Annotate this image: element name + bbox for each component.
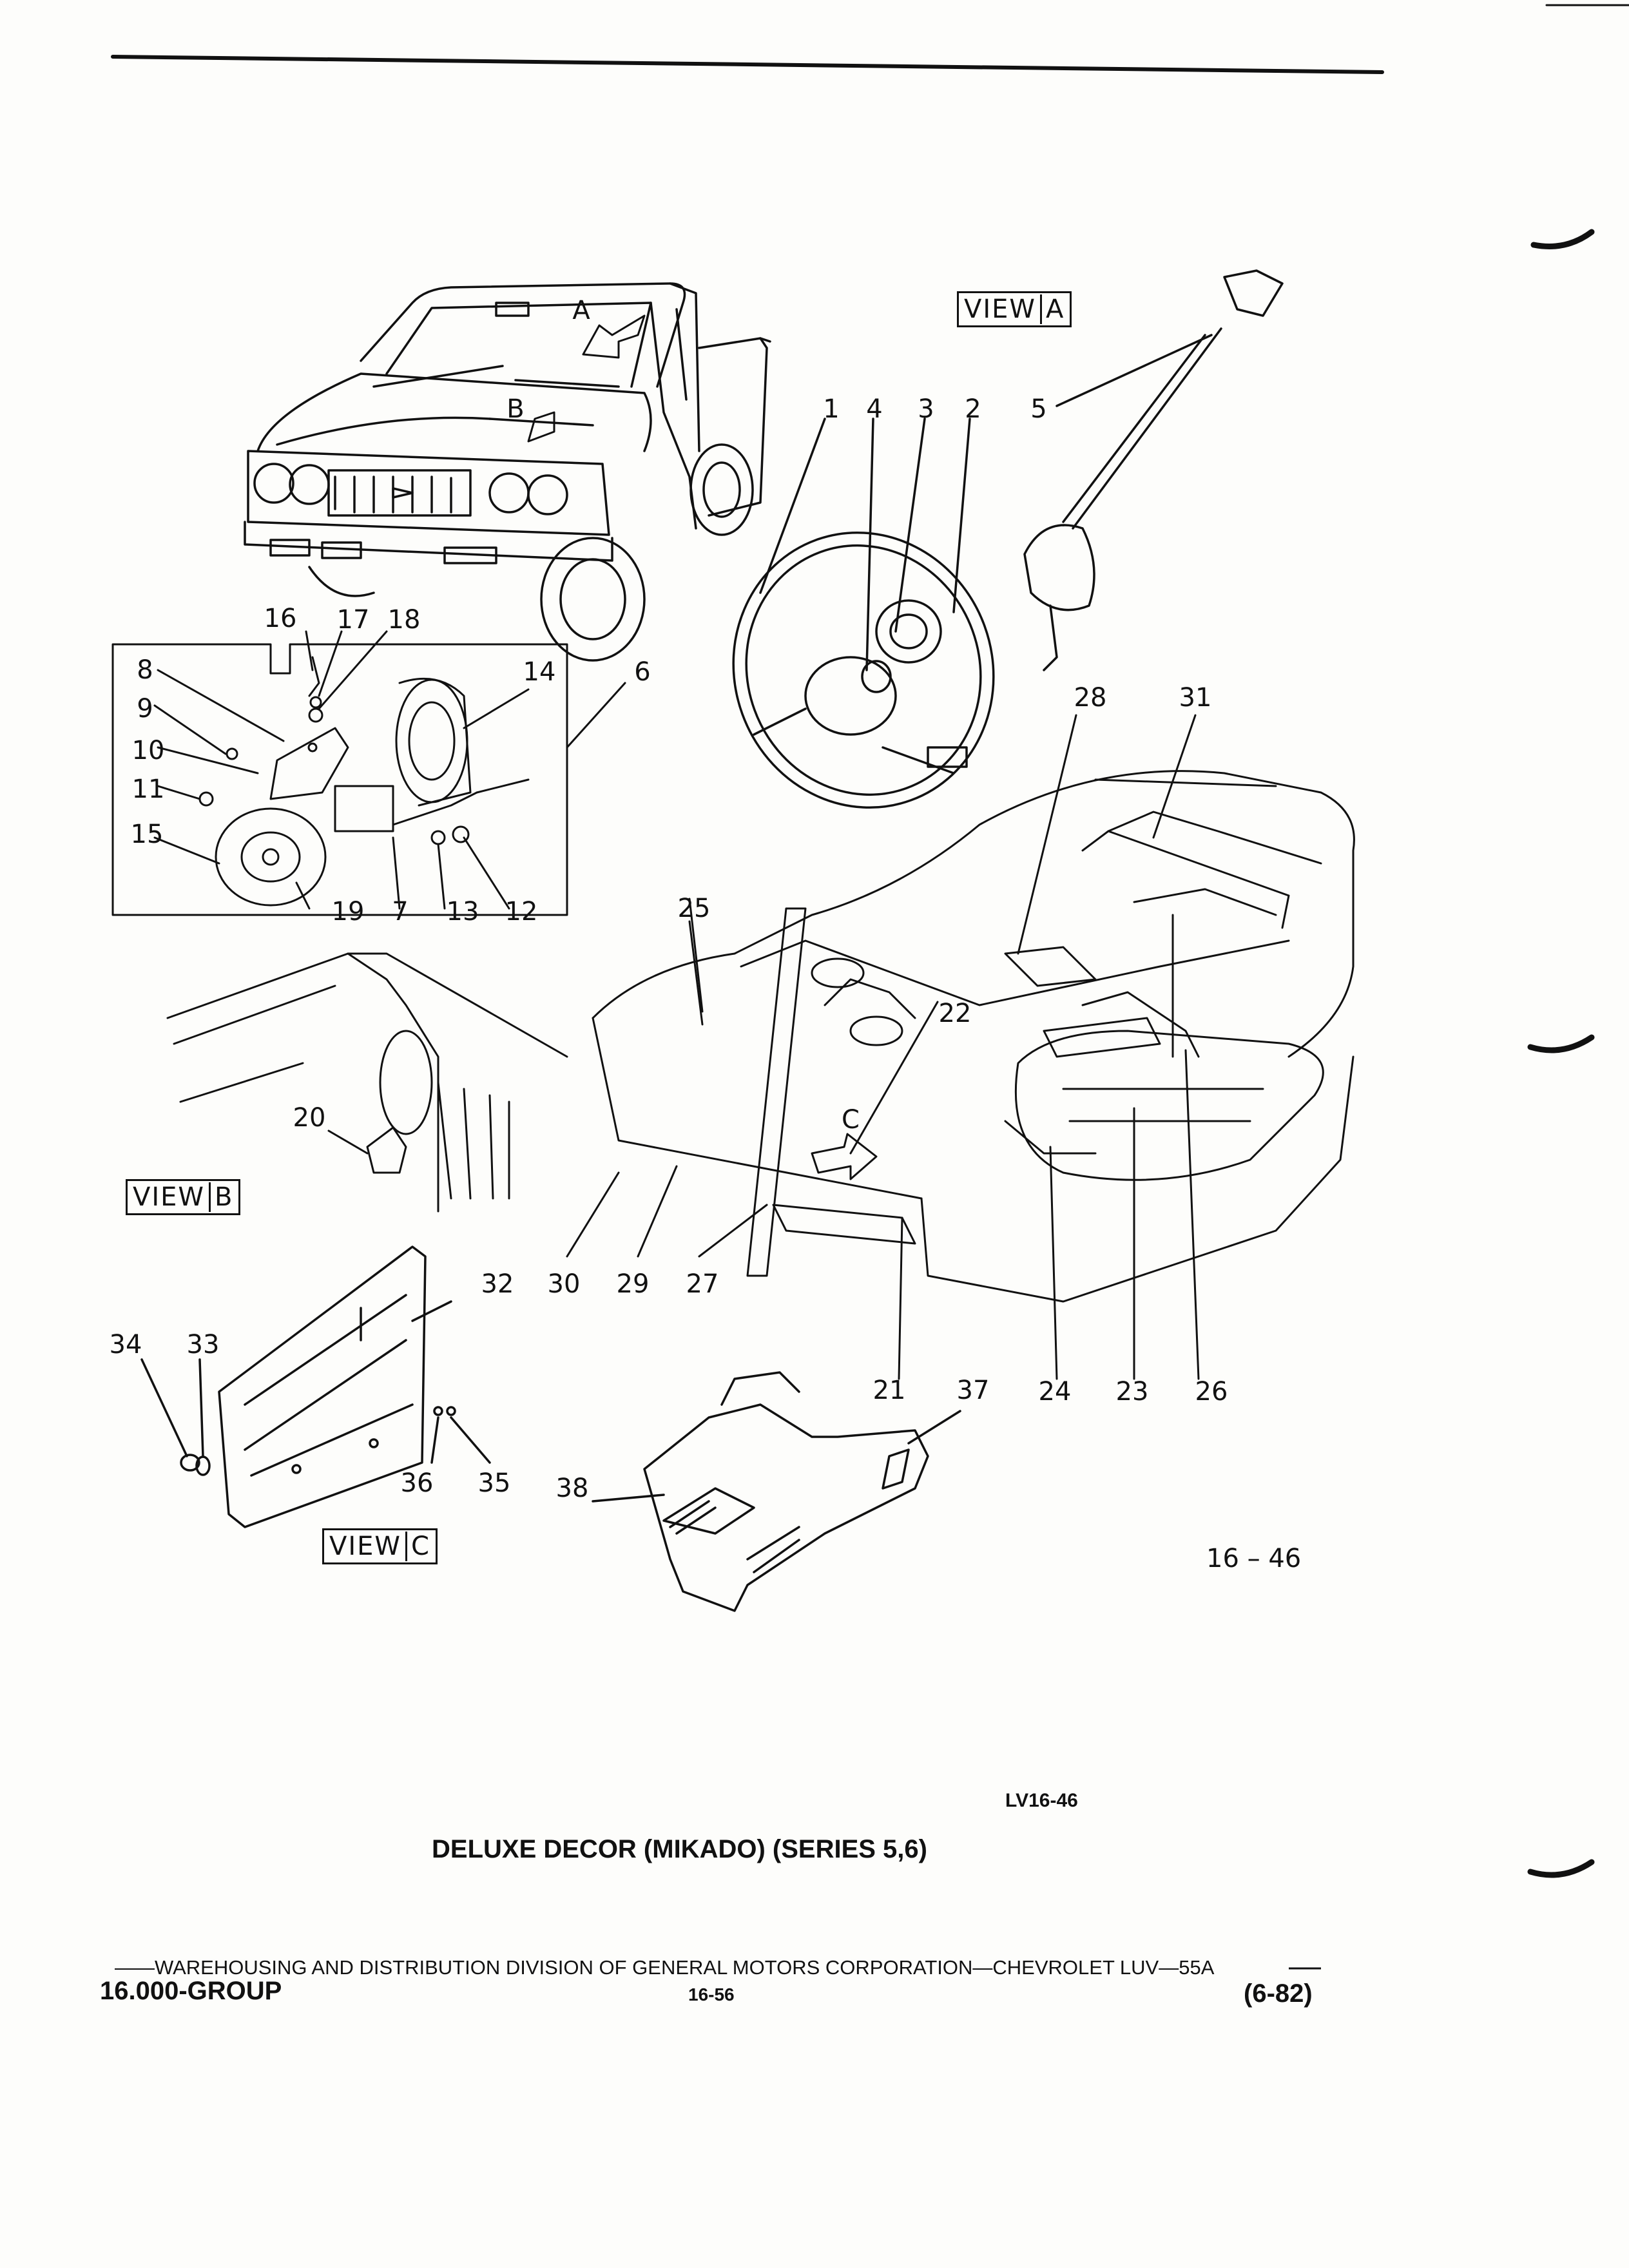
callout-27: 27 [686, 1269, 719, 1299]
callout-35: 35 [477, 1468, 511, 1498]
callout-14: 14 [523, 657, 556, 687]
floor-console [592, 1371, 961, 1612]
callout-31: 31 [1179, 683, 1212, 713]
view-a-marker: A [572, 296, 590, 325]
callout-22: 22 [938, 999, 972, 1028]
view-a-word: VIEW [964, 294, 1036, 324]
callout-1: 1 [823, 394, 840, 424]
top-rule [111, 55, 1384, 74]
callout-37: 37 [956, 1376, 990, 1405]
callout-9: 9 [137, 694, 153, 724]
detail-box-outline [111, 643, 568, 916]
door-trim-panel [140, 1245, 491, 1528]
callout-19: 19 [331, 897, 365, 927]
callout-11: 11 [131, 774, 165, 804]
view-c-arrow [811, 1133, 878, 1180]
callout-20: 20 [293, 1103, 326, 1133]
horn-detail [111, 630, 626, 916]
view-c-marker: C [842, 1105, 860, 1135]
callout-13: 13 [446, 897, 479, 927]
figure-caption: DELUXE DECOR (MIKADO) (SERIES 5,6) [432, 1835, 927, 1863]
view-b-word: VIEW [133, 1182, 205, 1212]
callout-28: 28 [1074, 683, 1107, 713]
shift-lever [1023, 269, 1284, 671]
callout-32: 32 [481, 1269, 514, 1299]
view-b-drawing [166, 952, 568, 1213]
callout-29: 29 [616, 1269, 650, 1299]
binder-mark-2 [1527, 1034, 1595, 1053]
footer-publisher-line: ——WAREHOUSING AND DISTRIBUTION DIVISION … [115, 1956, 1215, 1979]
truck-drawing [244, 282, 771, 662]
callout-17: 17 [336, 605, 370, 635]
callout-24: 24 [1038, 1377, 1072, 1407]
callout-34: 34 [109, 1330, 142, 1360]
callout-5: 5 [1030, 394, 1047, 424]
view-a-arrow [582, 314, 646, 359]
binder-mark-1 [1530, 229, 1595, 249]
footer-page-number: 16-56 [688, 1984, 735, 2004]
binder-mark-3 [1527, 1859, 1595, 1878]
view-b-letter: B [208, 1182, 233, 1212]
callout-26: 26 [1195, 1377, 1228, 1407]
callout-10: 10 [131, 736, 165, 765]
view-b-marker: B [506, 394, 525, 424]
callout-16: 16 [264, 604, 297, 633]
callout-15: 15 [130, 820, 164, 849]
view-a-letter: A [1039, 294, 1065, 324]
callout-33: 33 [186, 1330, 220, 1360]
callout-36: 36 [400, 1468, 434, 1498]
callout-23: 23 [1115, 1377, 1149, 1407]
callout-6: 6 [634, 657, 651, 687]
callout-21: 21 [872, 1376, 906, 1405]
footer-date: (6-82) [1244, 1979, 1313, 2008]
figure-number: 16 – 46 [1206, 1544, 1302, 1573]
callout-25: 25 [677, 894, 711, 923]
callout-12: 12 [505, 897, 538, 927]
view-c-word: VIEW [329, 1532, 401, 1561]
view-b-arrow [527, 411, 555, 443]
callout-18: 18 [387, 605, 421, 635]
cab-interior [566, 714, 1355, 1380]
callout-30: 30 [547, 1269, 581, 1299]
footer-group: 16.000-GROUP [100, 1977, 282, 2005]
callout-2: 2 [965, 394, 981, 424]
view-c-letter: C [405, 1532, 430, 1561]
callout-8: 8 [137, 655, 153, 685]
callout-4: 4 [866, 394, 883, 424]
steering-wheel [732, 418, 995, 809]
callout-38: 38 [555, 1474, 589, 1503]
callout-7: 7 [392, 897, 409, 927]
illustration-code: LV16-46 [1005, 1790, 1078, 1811]
callout-3: 3 [918, 394, 934, 424]
